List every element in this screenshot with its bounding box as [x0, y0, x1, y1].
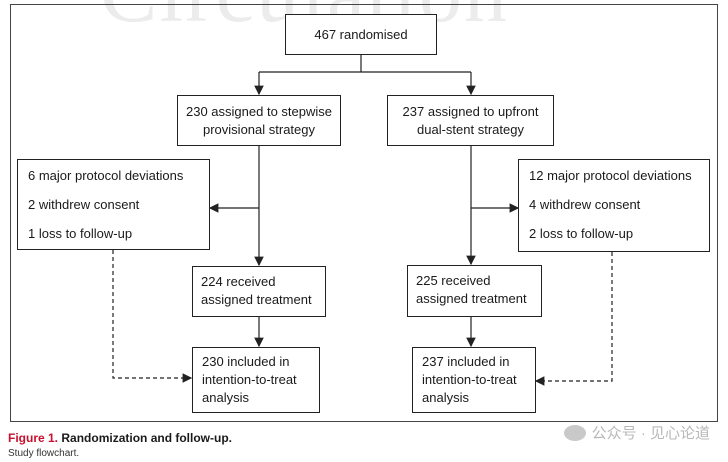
- right-received-box: 225 received assigned treatment: [407, 265, 542, 317]
- right-exclusion-loss: 2 loss to follow-up: [529, 226, 634, 241]
- right-itt-line-3: analysis: [422, 390, 469, 405]
- left-exclusion-loss: 1 loss to follow-up: [28, 226, 133, 241]
- watermark-text: 公众号 · 见心论道: [591, 425, 710, 442]
- figure-subtitle: Study flowchart.: [8, 448, 80, 459]
- right-itt-box: 237 included in intention-to-treat analy…: [412, 347, 536, 413]
- randomised-box: 467 randomised: [285, 14, 437, 55]
- stepwise-box: 230 assigned to stepwise provisional str…: [177, 95, 341, 146]
- left-itt-line-2: intention-to-treat: [202, 372, 297, 387]
- figure-number: Figure 1.: [8, 431, 59, 445]
- randomised-label: 467 randomised: [314, 26, 408, 42]
- left-exclusions-box: 6 major protocol deviations 2 withdrew c…: [17, 159, 210, 250]
- left-exclusion-deviations: 6 major protocol deviations: [28, 168, 184, 183]
- right-exclusions-box: 12 major protocol deviations 4 withdrew …: [518, 159, 710, 252]
- left-itt-line-3: analysis: [202, 390, 249, 405]
- upfront-line-2: dual-stent strategy: [417, 121, 524, 137]
- right-exclusion-withdrew: 4 withdrew consent: [529, 197, 641, 212]
- left-itt-line-1: 230 included in: [202, 354, 290, 369]
- flowchart-frame: [10, 4, 718, 422]
- right-received-line-2: assigned treatment: [416, 291, 527, 306]
- dashed-right-exclusions-to-itt: [534, 252, 613, 386]
- figure-caption: Figure 1. Randomization and follow-up.: [8, 431, 232, 445]
- right-itt-line-2: intention-to-treat: [422, 372, 517, 387]
- left-received-line-2: assigned treatment: [201, 292, 312, 307]
- upfront-line-1: 237 assigned to upfront: [402, 103, 539, 119]
- account-watermark: 公众号 · 见心论道: [563, 422, 710, 443]
- stepwise-line-2: provisional strategy: [203, 121, 315, 137]
- left-itt-box: 230 included in intention-to-treat analy…: [192, 347, 320, 413]
- left-received-box: 224 received assigned treatment: [192, 266, 326, 317]
- right-received-line-1: 225 received: [416, 273, 491, 288]
- right-exclusion-deviations: 12 major protocol deviations: [529, 168, 692, 183]
- left-received-line-1: 224 received: [201, 274, 276, 289]
- left-exclusion-withdrew: 2 withdrew consent: [28, 197, 140, 212]
- upfront-box: 237 assigned to upfront dual-stent strat…: [387, 95, 554, 146]
- dashed-left-exclusions-to-itt: [112, 250, 193, 383]
- right-itt-line-1: 237 included in: [422, 354, 510, 369]
- stepwise-line-1: 230 assigned to stepwise: [186, 103, 332, 119]
- figure-title: Randomization and follow-up.: [61, 431, 233, 445]
- wechat-icon: [563, 424, 586, 441]
